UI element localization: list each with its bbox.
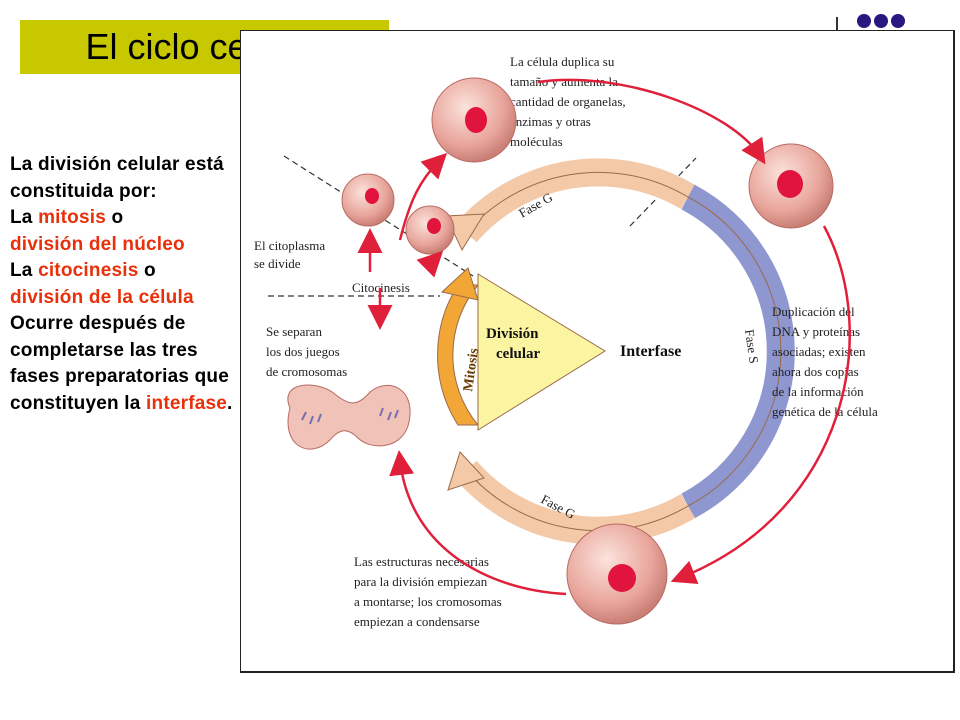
daughter-cell-1 [341,173,395,227]
ring-arrowhead-bottom [447,451,485,491]
citocinesis-term: citocinesis [38,260,139,281]
dna-note-2: DNA y proteínas [772,324,860,339]
separate-note-2: los dos juegos [266,344,340,359]
mitosis-term: mitosis [38,207,106,228]
cell-top [431,77,517,163]
dna-note-3: asociadas; existen [772,344,866,359]
dna-note-5: de la información [772,384,864,399]
mitosis-suffix: o [105,207,124,228]
intro-text: La división celular está constituida por… [10,154,224,202]
mitosis-label: Mitosis [461,347,482,393]
growth-note-1: La célula duplica su [510,54,615,69]
citocinesis-label: Citocinesis [352,280,410,295]
division-triangle [477,273,606,431]
prep-note-4: empiezan a condensarse [354,614,480,629]
arrow-growth [537,78,766,165]
cell-right [748,143,834,229]
dot-2 [874,14,888,28]
side-text: La división celular está constituida por… [10,152,240,417]
prep-note-2: para la división empiezan [354,574,488,589]
mitosis-prefix: La [10,207,39,228]
citocinesis-prefix: La [10,260,39,281]
dna-note-4: ahora dos copias [772,364,859,379]
interfase-label: Interfase [620,343,681,360]
center-label-1: División [486,326,539,342]
arrow-right-to-bottom [670,225,851,585]
cell-cycle-diagram: División celular Interfase Mitosis Fase … [240,30,955,673]
cell-bottom [566,523,668,625]
dna-note-6: genética de la célula [772,404,878,419]
dividing-cell [287,384,411,450]
growth-note-2: tamaño y aumenta la [510,74,618,89]
dot-3 [891,14,905,28]
citocinesis-definition: división de la célula [10,286,194,308]
outro-text: Ocurre después de completarse las tres f… [10,313,229,414]
arrow-to-daughter-2 [416,250,444,278]
separate-note-3: de cromosomas [266,364,347,379]
prep-note-3: a montarse; los cromosomas [354,594,502,609]
citocinesis-suffix: o [138,260,156,281]
cytoplasm-note-1: El citoplasma [254,238,325,253]
center-label-2: celular [496,346,540,362]
citocinesis-arrow [440,267,479,301]
interfase-term: interfase [146,392,228,414]
dna-note-1: Duplicación del [772,304,855,319]
growth-note-3: cantidad de organelas, [510,94,626,109]
decorative-dots [857,14,905,28]
dot-1 [857,14,871,28]
mitosis-definition: división del núcleo [10,233,185,255]
growth-note-5: moléculas [510,134,563,149]
fase-s-label: Fase S [742,328,762,364]
outro-end: . [227,392,233,414]
decorative-line [836,17,838,32]
arrow-bottom-to-dividing [389,450,567,596]
dashed-line-right [629,157,697,227]
arrow-daughter-to-top [398,152,448,241]
cytoplasm-note-2: se divide [254,256,301,271]
daughter-cell-2 [405,205,455,255]
growth-note-4: enzimas y otras [510,114,591,129]
separate-note-1: Se separan [266,324,322,339]
